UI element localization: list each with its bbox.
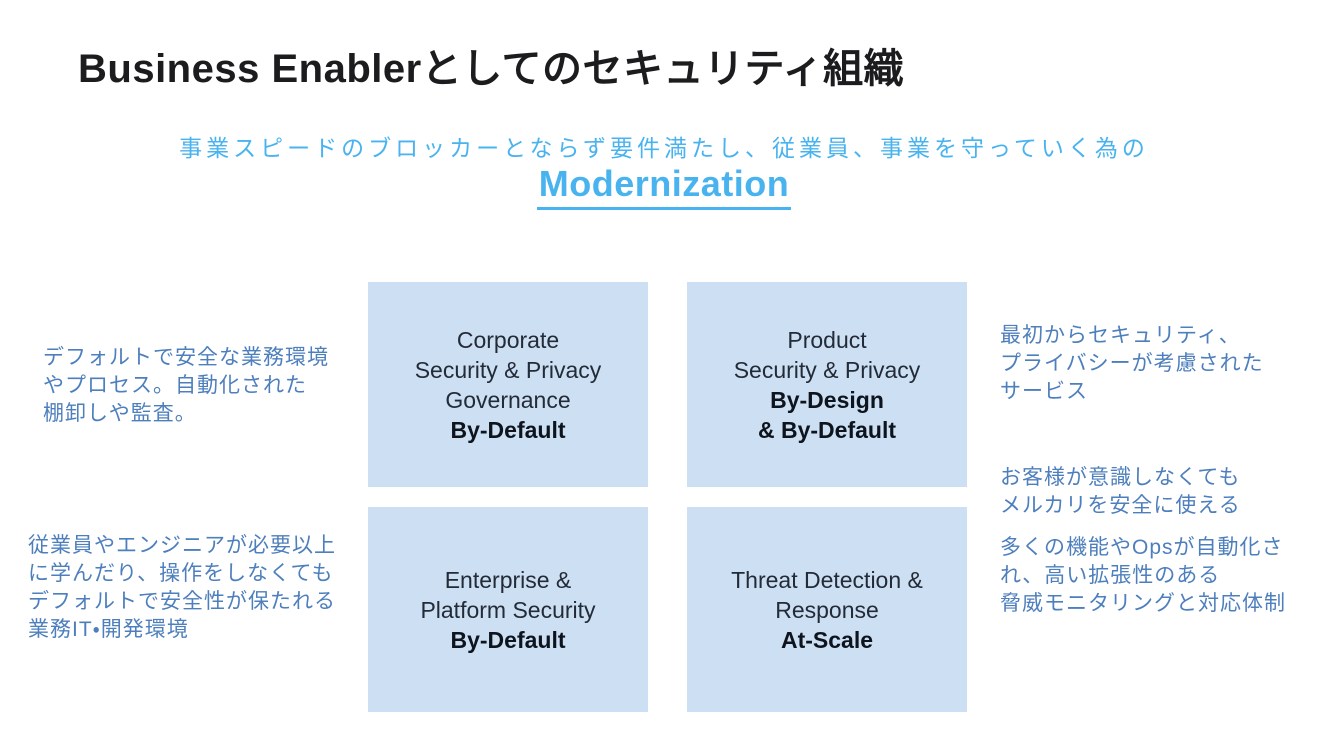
annotation-right-bottom: 多くの機能やOpsが自動化さ れ、高い拡張性のある 脅威モニタリングと対応体制 bbox=[1000, 536, 1286, 615]
annotation-right-top-paragraph-1: 最初からセキュリティ、 プライバシーが考慮された サービス bbox=[1000, 324, 1264, 403]
box-title-line: Security & Privacy bbox=[414, 356, 602, 383]
box-emphasis-line: By-Design bbox=[770, 386, 884, 413]
modernization-keyword: Modernization bbox=[536, 164, 792, 210]
intro-keyword-wrap: Modernization bbox=[0, 164, 1328, 210]
box-title-line: Security & Privacy bbox=[733, 356, 921, 383]
annotation-right-top-paragraph-2: お客様が意識しなくても メルカリを安全に使える bbox=[1000, 466, 1241, 517]
box-title-line: Governance bbox=[445, 386, 571, 413]
matrix-box-product-security: Product Security & Privacy By-Design & B… bbox=[687, 282, 967, 487]
box-title-line: Response bbox=[775, 596, 879, 623]
box-title-line: Platform Security bbox=[420, 596, 596, 623]
box-title-line: Threat Detection & bbox=[731, 566, 923, 593]
box-title-line: Product bbox=[787, 326, 867, 353]
box-emphasis-line: By-Default bbox=[450, 416, 566, 443]
matrix-box-threat-detection: Threat Detection & Response At-Scale bbox=[687, 507, 967, 712]
annotation-left-top: デフォルトで安全な業務環境 やプロセス。自動化された 棚卸しや監査。 bbox=[43, 346, 329, 425]
matrix-box-corporate-governance: Corporate Security & Privacy Governance … bbox=[368, 282, 648, 487]
matrix-box-enterprise-platform: Enterprise & Platform Security By-Defaul… bbox=[368, 507, 648, 712]
box-emphasis-line: & By-Default bbox=[757, 416, 896, 443]
page-title: Business Enablerとしてのセキュリティ組織 bbox=[78, 47, 905, 91]
intro-subtitle: 事業スピードのブロッカーとならず要件満たし、従業員、事業を守っていく為の bbox=[179, 135, 1149, 161]
annotation-right-top: 最初からセキュリティ、 プライバシーが考慮された サービス お客様が意識しなくて… bbox=[1000, 294, 1264, 548]
annotation-left-bottom: 従業員やエンジニアが必要以上 に学んだり、操作をしなくても デフォルトで安全性が… bbox=[28, 534, 336, 641]
box-emphasis-line: By-Default bbox=[450, 626, 566, 653]
box-title-line: Enterprise & bbox=[444, 566, 572, 593]
box-emphasis-line: At-Scale bbox=[780, 626, 874, 653]
box-title-line: Corporate bbox=[456, 326, 560, 353]
